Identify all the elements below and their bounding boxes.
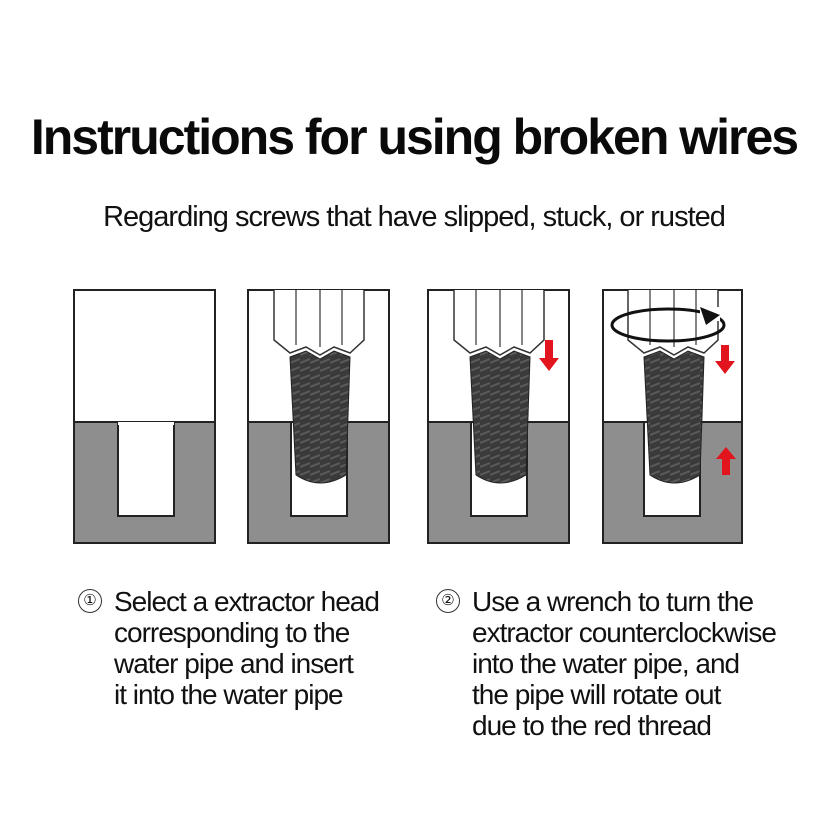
panel-extractor-pushed-down: [427, 289, 570, 544]
up-arrow-icon: [716, 447, 736, 475]
panel-empty-hole: [73, 289, 216, 544]
page-title: Instructions for using broken wires: [30, 109, 799, 165]
extractor-shank-icon: [273, 290, 365, 356]
step-line: Use a wrench to turn the: [472, 586, 754, 617]
step-line: extractor counterclockwise: [472, 617, 777, 648]
step-text: Select a extractor head corresponding to…: [114, 586, 380, 710]
extractor-shank-icon: [453, 290, 545, 356]
diagram-svg: [73, 289, 743, 544]
step-number: ①: [78, 589, 102, 613]
down-arrow-icon: [715, 345, 735, 374]
step-2: ② Use a wrench to turn the extractor cou…: [436, 586, 828, 746]
extractor-head-icon: [469, 350, 531, 484]
diagram-panels: [0, 285, 828, 550]
step-number: ②: [436, 589, 460, 613]
step-line: the pipe will rotate out: [472, 679, 721, 710]
step-line: it into the water pipe: [114, 679, 344, 710]
step-line: water pipe and insert: [114, 648, 354, 679]
step-line: Select a extractor head: [114, 586, 380, 617]
panel-extractor-inserted: [247, 289, 390, 544]
down-arrow-icon: [539, 340, 559, 371]
extractor-head-icon: [643, 350, 705, 484]
extractor-head-icon: [289, 350, 351, 484]
step-line: corresponding to the: [114, 617, 350, 648]
rotation-arrow-icon: [610, 307, 726, 343]
panel-extractor-rotated: [602, 289, 743, 544]
step-1: ① Select a extractor head corresponding …: [78, 586, 418, 716]
step-text: Use a wrench to turn the extractor count…: [472, 586, 777, 741]
page-subtitle: Regarding screws that have slipped, stuc…: [103, 201, 726, 233]
extractor-shank-icon: [627, 290, 719, 356]
step-line: due to the red thread: [472, 710, 712, 741]
step-line: into the water pipe, and: [472, 648, 740, 679]
